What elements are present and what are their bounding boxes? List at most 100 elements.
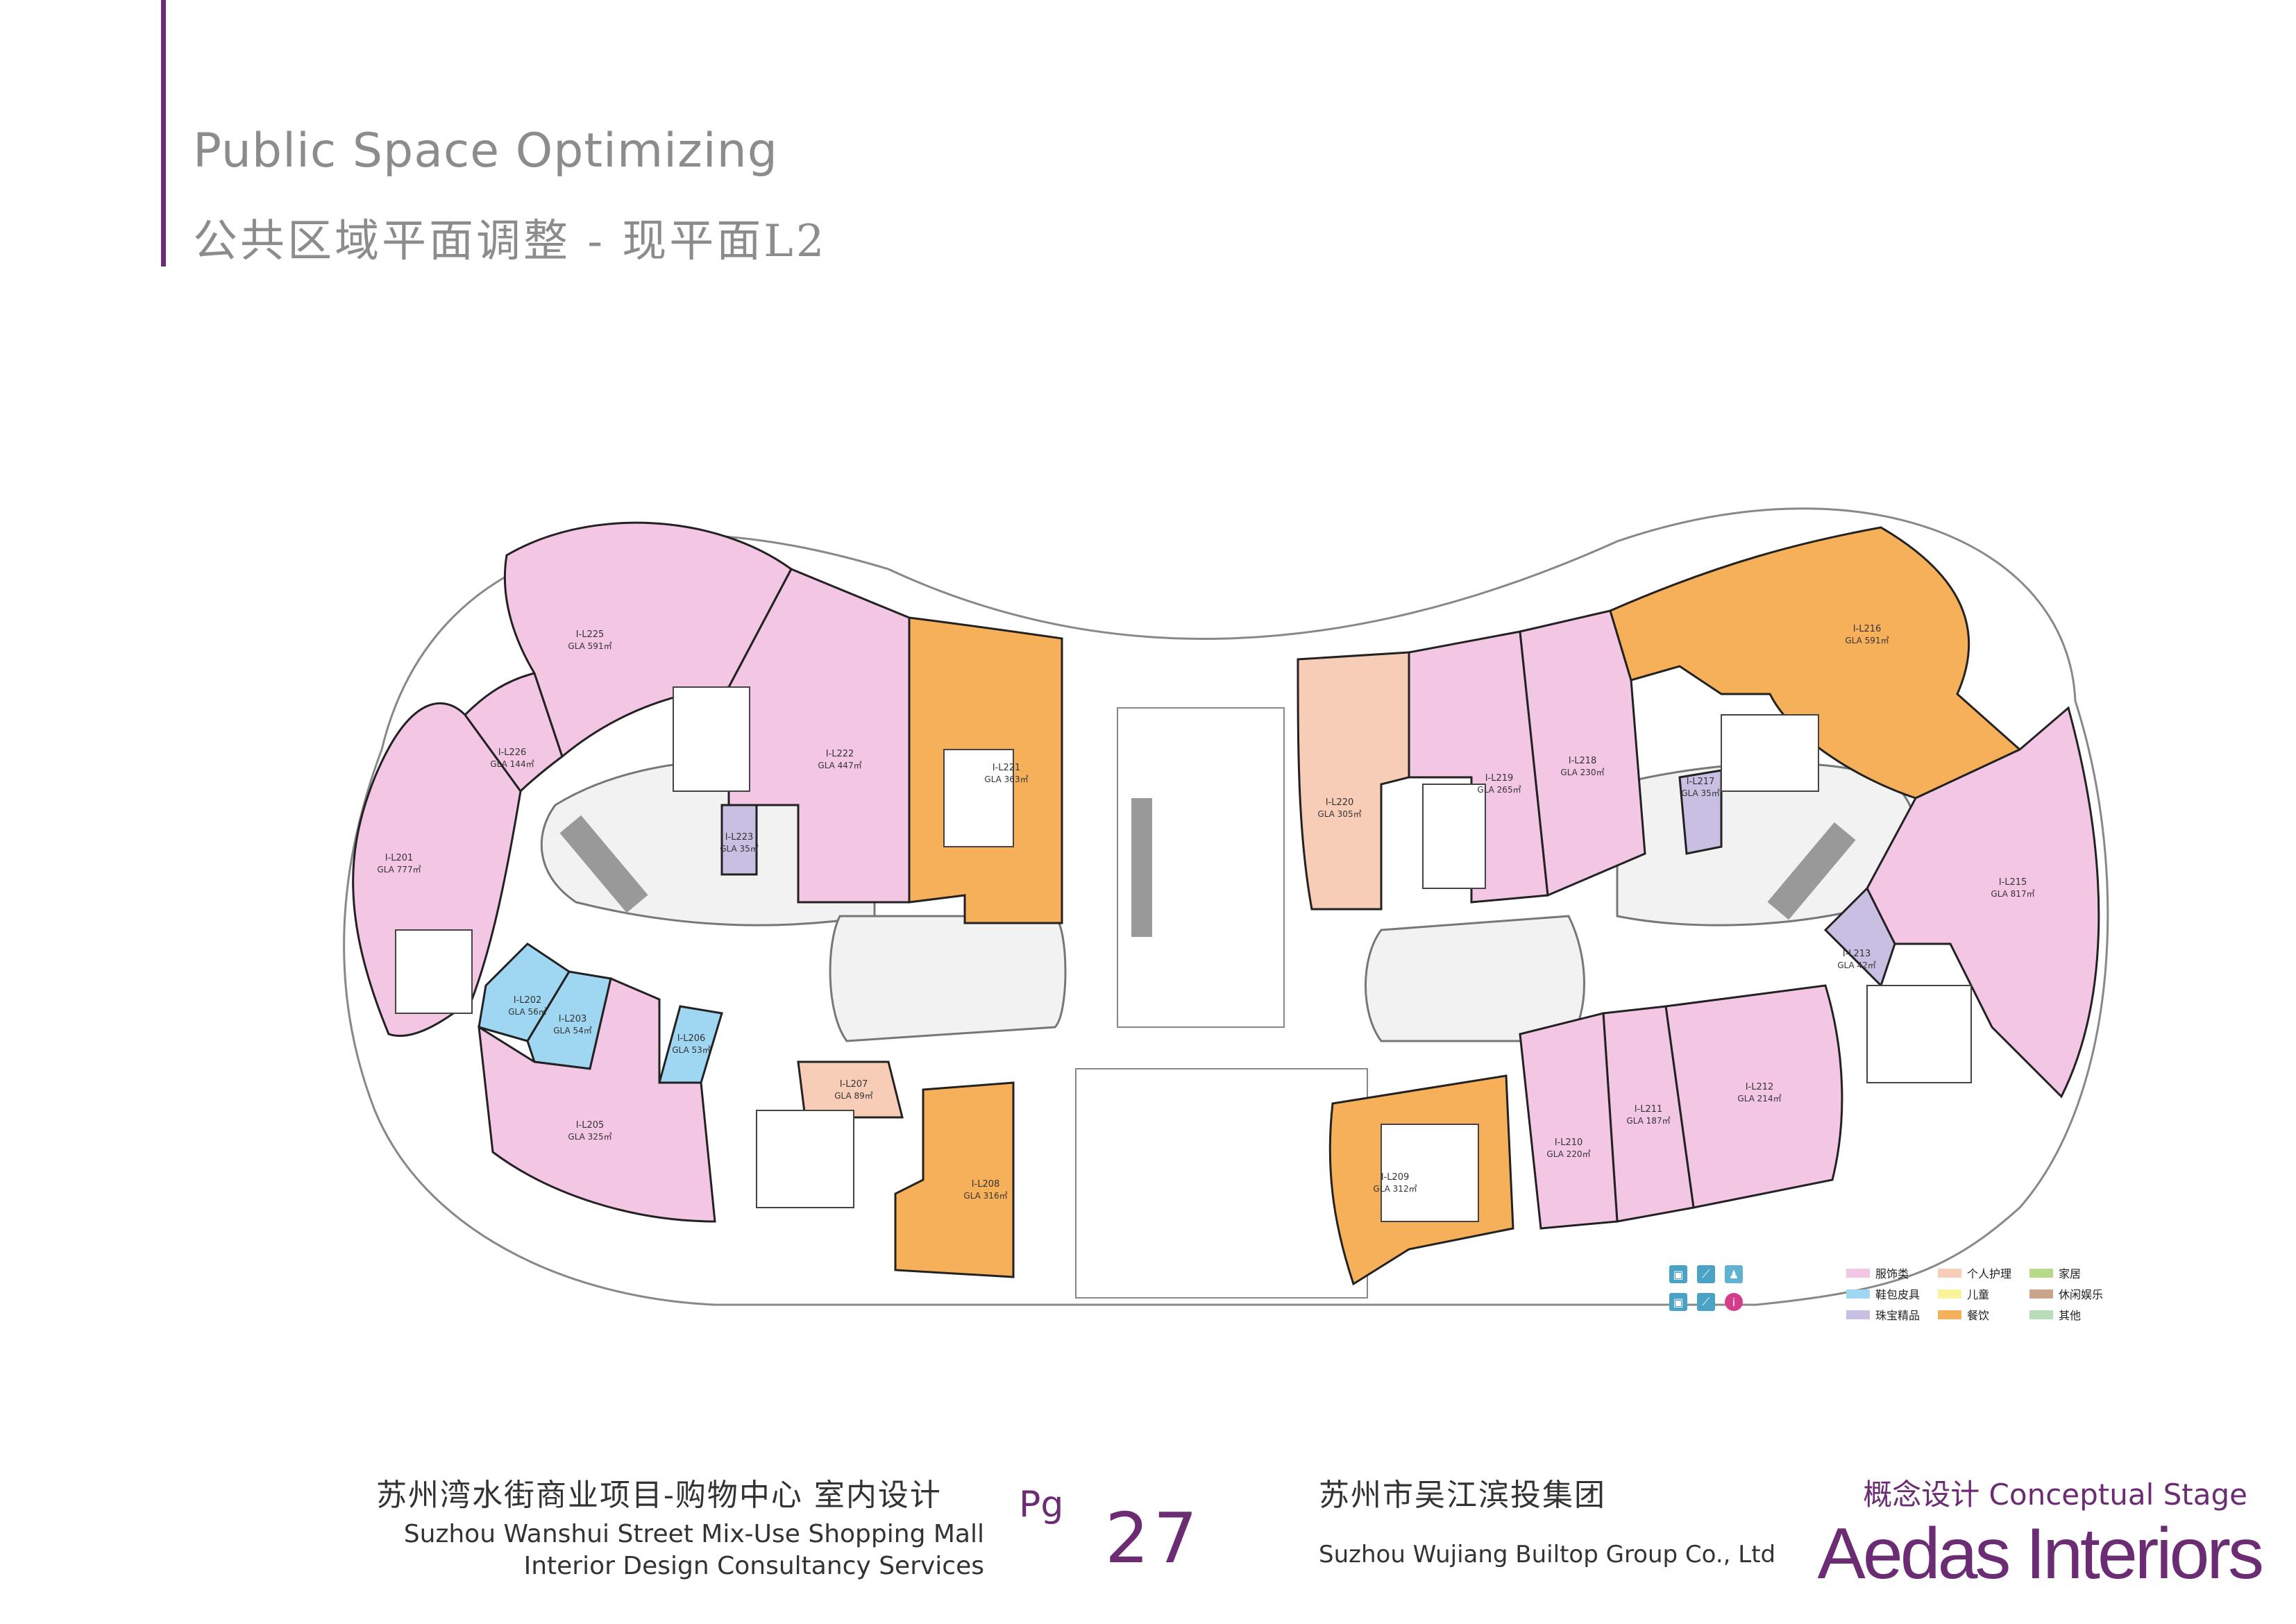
unit-l220 — [1297, 651, 1410, 911]
unit-gla: GLA 42㎡ — [1837, 961, 1876, 970]
unit-l212 — [1664, 984, 1843, 1209]
accent-bar — [161, 0, 166, 267]
facility-icons: ▣ ⟋ ♟ ▣ ⟋ i — [1669, 1265, 1743, 1311]
unit-gla: GLA 35㎡ — [720, 844, 759, 854]
unit-gla: GLA 591㎡ — [1845, 636, 1889, 645]
unit-labels: I-L225 GLA 591㎡ I-L226 GLA 144㎡ I-L201 G… — [377, 624, 2034, 1201]
unit-gla: GLA 305㎡ — [1317, 809, 1361, 819]
unit-l208 — [894, 1081, 1015, 1278]
unit-label: I-L218 — [1569, 756, 1597, 766]
unit-gla: GLA 53㎡ — [672, 1045, 711, 1055]
unit-label: I-L217 — [1687, 777, 1715, 787]
legend-item: 儿童 — [1938, 1285, 2028, 1302]
atrium-void-west — [829, 915, 1067, 1042]
unit-l217 — [1678, 769, 1723, 855]
escalator-west — [559, 815, 648, 913]
unit-gla: GLA 265㎡ — [1477, 785, 1521, 795]
unit-gla: GLA 56㎡ — [508, 1007, 547, 1017]
page-number: 27 — [1105, 1498, 1202, 1579]
legend-swatch — [1846, 1268, 1870, 1278]
legend-swatch — [1846, 1310, 1870, 1319]
unit-gla: GLA 54㎡ — [553, 1026, 592, 1035]
unit-label: I-L225 — [576, 629, 605, 640]
page-title-en: Public Space Optimizing — [193, 124, 778, 178]
unit-l213 — [1823, 886, 1896, 988]
legend-item: 个人护理 — [1938, 1264, 2028, 1281]
brand-logo: Aedas Interiors — [1817, 1514, 2264, 1594]
page-title-cn: 公共区域平面调整 - 现平面L2 — [193, 216, 827, 267]
legend-swatch — [1938, 1289, 1961, 1299]
unit-l210 — [1519, 1012, 1619, 1230]
unit-label: I-L222 — [826, 749, 854, 759]
service-cores — [395, 686, 1972, 1222]
unit-gla: GLA 220㎡ — [1546, 1149, 1590, 1159]
client-name-en: Suzhou Wujiang Builtop Group Co., Ltd — [1319, 1541, 1776, 1568]
unit-label: I-L226 — [498, 747, 527, 758]
legend-swatch — [1938, 1268, 1961, 1278]
unit-label: I-L206 — [677, 1033, 706, 1044]
legend-swatch — [2029, 1268, 2053, 1278]
unit-label: I-L205 — [576, 1120, 605, 1131]
unit-gla: GLA 187㎡ — [1626, 1116, 1670, 1126]
info-icon: i — [1725, 1293, 1743, 1311]
project-name-cn: 苏州湾水街商业项目-购物中心 室内设计 — [376, 1478, 942, 1513]
unit-gla: GLA 214㎡ — [1737, 1094, 1781, 1103]
escalator-icon: ⟋ — [1697, 1265, 1715, 1283]
unit-label: I-L216 — [1853, 624, 1882, 634]
legend-item: 服饰类 — [1846, 1264, 1936, 1281]
legend-swatch — [1846, 1289, 1870, 1299]
legend-label: 珠宝精品 — [1875, 1309, 1921, 1322]
unit-label: I-L220 — [1326, 797, 1354, 808]
elevator-icon: ▣ — [1669, 1265, 1687, 1283]
unit-label: I-L221 — [993, 763, 1021, 773]
unit-label: I-L213 — [1843, 949, 1871, 959]
elevator-icon: ▣ — [1669, 1293, 1687, 1311]
unit-label: I-L209 — [1381, 1172, 1410, 1183]
unit-gla: GLA 312㎡ — [1373, 1184, 1417, 1194]
unit-gla: GLA 230㎡ — [1560, 768, 1604, 777]
legend-item: 鞋包皮具 — [1846, 1285, 1936, 1302]
legend-label: 儿童 — [1967, 1288, 1990, 1301]
escalator-center — [1131, 798, 1152, 937]
unit-label: I-L207 — [840, 1079, 868, 1090]
legend-label: 休闲娱乐 — [2059, 1288, 2104, 1301]
unit-label: I-L202 — [514, 995, 542, 1006]
unit-l215 — [1866, 706, 2100, 1099]
unit-l205 — [478, 976, 716, 1223]
design-stage: 概念设计 Conceptual Stage — [1863, 1478, 2247, 1512]
unit-label: I-L201 — [385, 853, 414, 863]
unit-label: I-L210 — [1555, 1137, 1583, 1148]
legend-label: 鞋包皮具 — [1875, 1288, 1921, 1301]
unit-label: I-L223 — [725, 832, 754, 843]
bridge-south — [1075, 1068, 1368, 1299]
legend-label: 个人护理 — [1967, 1267, 2012, 1280]
unit-gla: GLA 817㎡ — [1991, 889, 2034, 899]
unit-gla: GLA 316㎡ — [963, 1191, 1007, 1201]
legend-item: 休闲娱乐 — [2029, 1285, 2120, 1302]
legend-item: 珠宝精品 — [1846, 1306, 1936, 1323]
project-scope-en: Interior Design Consultancy Services — [523, 1552, 984, 1580]
project-name-en: Suzhou Wanshui Street Mix-Use Shopping M… — [403, 1520, 984, 1548]
restroom-icon: ♟ — [1725, 1265, 1743, 1283]
unit-label: I-L215 — [1999, 877, 2027, 888]
unit-label: I-L212 — [1746, 1082, 1774, 1092]
escalator-east — [1767, 822, 1856, 920]
unit-gla: GLA 35㎡ — [1681, 788, 1720, 798]
unit-l207 — [797, 1060, 904, 1119]
unit-gla: GLA 144㎡ — [490, 759, 534, 769]
atrium-void-east — [1365, 915, 1585, 1042]
legend-label: 服饰类 — [1875, 1267, 1909, 1280]
unit-l223 — [720, 804, 758, 876]
legend-label: 餐饮 — [1967, 1309, 1990, 1322]
unit-l218 — [1519, 609, 1646, 897]
floor-plan-l2: I-L225 GLA 591㎡ I-L226 GLA 144㎡ I-L201 G… — [343, 507, 2109, 1306]
legend-swatch — [1938, 1310, 1961, 1319]
legend-label: 家居 — [2059, 1267, 2082, 1280]
legend-item: 其他 — [2029, 1306, 2120, 1323]
legend: 服饰类 个人护理 家居 鞋包皮具 儿童 休闲娱乐 珠宝精品 餐饮 其他 — [1846, 1264, 2120, 1323]
legend-label: 其他 — [2059, 1309, 2082, 1322]
unit-gla: GLA 447㎡ — [818, 761, 861, 770]
legend-swatch — [2029, 1289, 2053, 1299]
unit-gla: GLA 325㎡ — [568, 1132, 611, 1142]
unit-gla: GLA 89㎡ — [834, 1091, 873, 1101]
